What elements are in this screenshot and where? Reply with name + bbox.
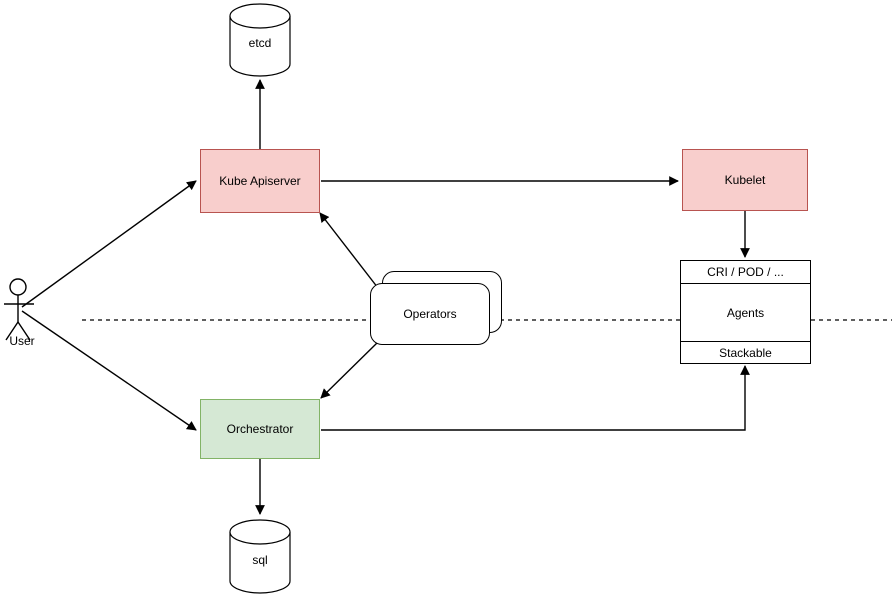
node-operators[interactable]: Operators	[370, 271, 502, 347]
node-sql-label: sql	[252, 553, 268, 567]
node-agents-row-agents-label: Agents	[726, 305, 765, 320]
cylinder-shape	[229, 519, 291, 594]
node-agents-row-stackable[interactable]: Stackable	[681, 341, 810, 363]
node-sql[interactable]: sql	[229, 518, 291, 596]
node-kubelet[interactable]: Kubelet	[682, 149, 808, 211]
node-kube-apiserver[interactable]: Kube Apiserver	[200, 149, 320, 213]
node-agents-row-cri[interactable]: CRI / POD / ...	[681, 261, 810, 283]
node-agents[interactable]: CRI / POD / ... Agents Stackable	[680, 260, 811, 364]
edge-user-to-orchestrator	[21, 310, 197, 431]
node-kube-apiserver-label: Kube Apiserver	[219, 173, 301, 188]
node-operators-label: Operators	[403, 307, 457, 321]
node-operators-front-sheet: Operators	[370, 283, 490, 345]
edge-orchestrator-to-stackable	[321, 365, 750, 431]
edge-user-to-apiserver	[21, 180, 197, 308]
edge-operators-to-orchestrator	[320, 341, 379, 399]
node-etcd[interactable]: etcd	[229, 3, 291, 77]
edge-operators-to-apiserver	[319, 212, 379, 289]
node-user[interactable]: User	[4, 278, 40, 354]
node-user-label: User	[9, 334, 35, 348]
node-orchestrator[interactable]: Orchestrator	[200, 399, 320, 459]
node-agents-row-stackable-label: Stackable	[719, 345, 772, 360]
actor-icon	[4, 278, 34, 341]
node-etcd-label: etcd	[248, 36, 272, 50]
node-agents-row-cri-label: CRI / POD / ...	[707, 265, 784, 279]
cylinder-shape	[229, 3, 291, 77]
node-kubelet-label: Kubelet	[724, 172, 766, 187]
node-orchestrator-label: Orchestrator	[226, 421, 294, 436]
node-agents-row-agents[interactable]: Agents	[681, 283, 810, 341]
